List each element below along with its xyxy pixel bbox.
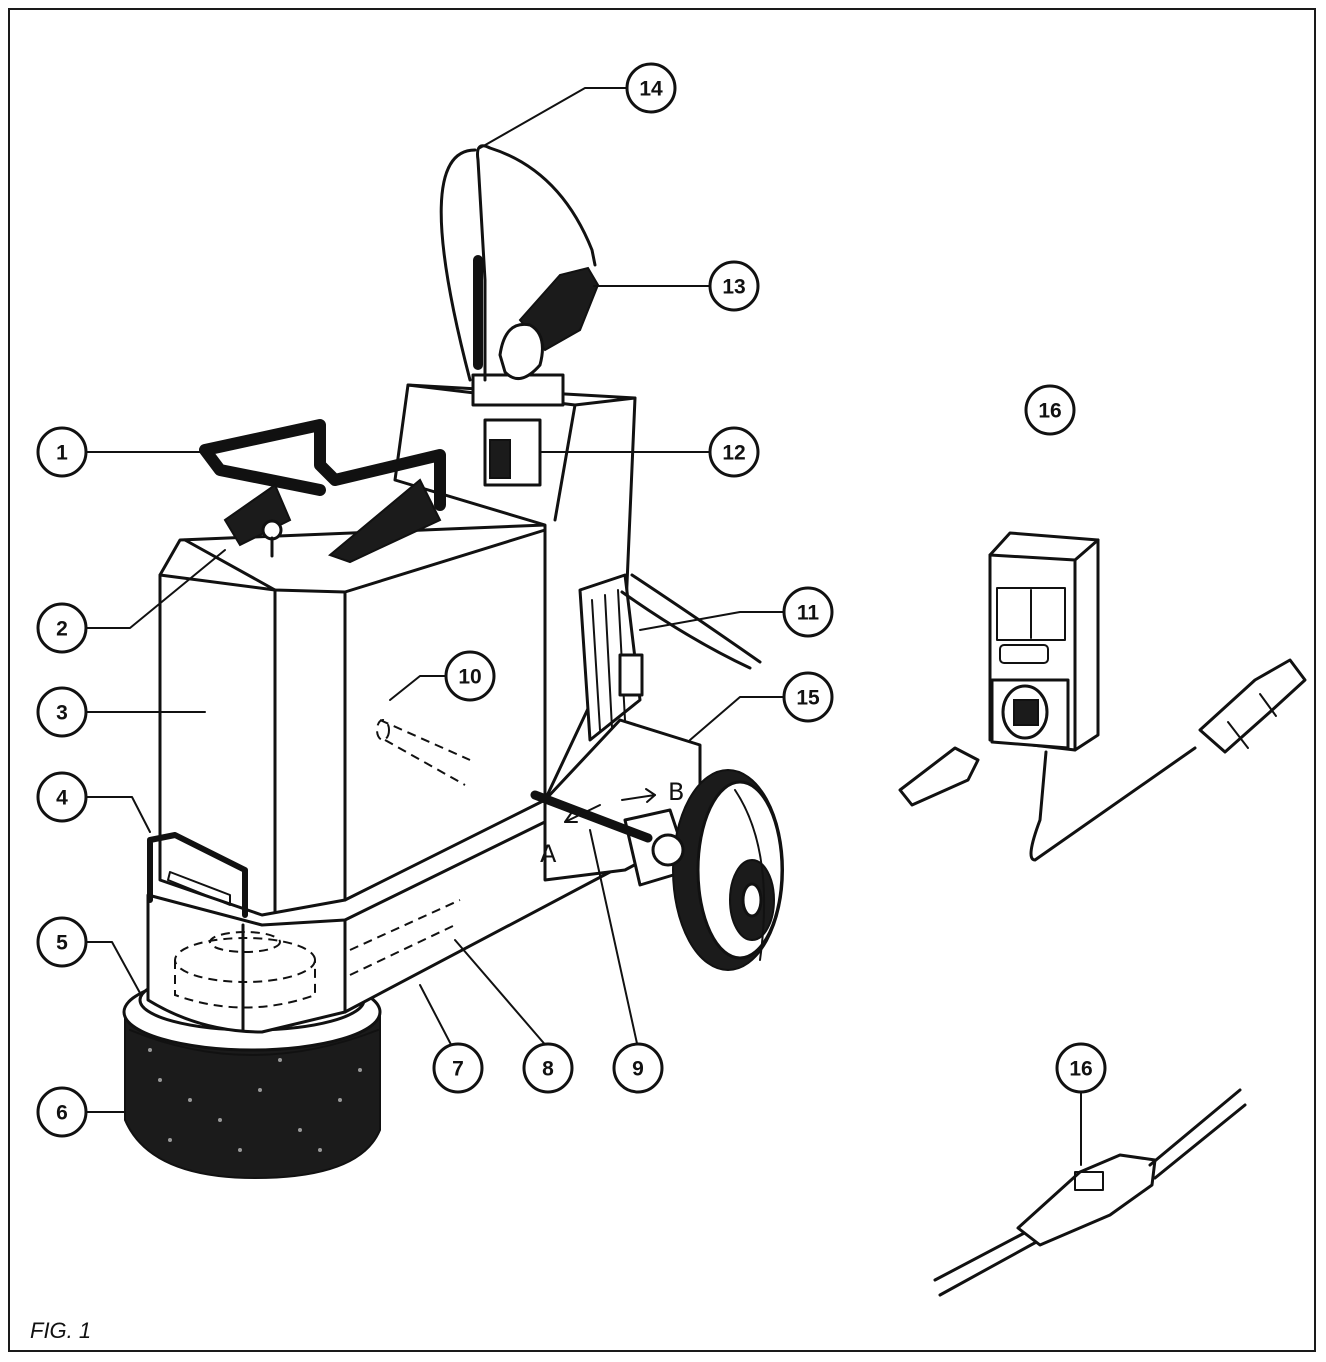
- callout-12: 12: [708, 426, 760, 478]
- chassis-and-wheel: [530, 718, 784, 971]
- callout-2: 2: [36, 602, 88, 654]
- motor-unit: [578, 573, 762, 742]
- callout-11-label: 11: [797, 602, 820, 625]
- callout-16-lower-label: 16: [1069, 1058, 1092, 1081]
- callout-14-label: 14: [639, 78, 663, 101]
- callout-15: 15: [782, 671, 834, 723]
- callout-13: 13: [708, 260, 760, 312]
- callout-13-label: 13: [722, 276, 745, 299]
- handle-assembly: [199, 419, 446, 564]
- callout-6: 6: [36, 1086, 88, 1138]
- callout-14: 14: [625, 62, 677, 114]
- callout-16-lower: 16: [1055, 1042, 1107, 1094]
- callout-6-label: 6: [56, 1102, 68, 1125]
- callout-3-label: 3: [56, 702, 68, 725]
- callout-10-label: 10: [458, 666, 481, 689]
- callout-8: 8: [522, 1042, 574, 1094]
- callout-16-upper-label: 16: [1038, 400, 1061, 423]
- callout-4-label: 4: [56, 787, 68, 810]
- callout-15-label: 15: [796, 687, 820, 710]
- callout-group: 1 2 3 4 5 6 7 8: [36, 62, 1107, 1138]
- callout-8-label: 8: [542, 1058, 554, 1081]
- callout-5: 5: [36, 916, 88, 968]
- callout-5-label: 5: [56, 932, 68, 955]
- callout-3: 3: [36, 686, 88, 738]
- callout-2-label: 2: [56, 618, 68, 641]
- leader-lines: [84, 87, 1082, 1166]
- direction-b-label: B: [668, 778, 684, 806]
- floor-grinder-illustration: [122, 144, 784, 1180]
- callout-7-label: 7: [452, 1058, 464, 1081]
- callout-4: 4: [36, 771, 88, 823]
- direction-marks: A B: [540, 778, 684, 868]
- tool-bracket-end: [376, 719, 390, 741]
- tool-bracket: [379, 719, 471, 786]
- callout-12-label: 12: [722, 442, 745, 465]
- inline-rcd: [933, 1088, 1247, 1297]
- callout-11: 11: [782, 586, 834, 638]
- callout-9: 9: [612, 1042, 664, 1094]
- callout-9-label: 9: [632, 1058, 644, 1081]
- callout-1: 1: [36, 426, 88, 478]
- front-carry-handle: [147, 832, 248, 918]
- direction-a-label: A: [540, 840, 557, 868]
- callout-16-upper: 16: [1024, 384, 1076, 436]
- rcd-wall-unit: [898, 531, 1307, 862]
- callout-10: 10: [444, 650, 496, 702]
- callout-1-label: 1: [56, 442, 68, 465]
- figure-frame: [8, 8, 1316, 1352]
- figure-caption: FIG. 1: [30, 1318, 92, 1343]
- power-cable: [439, 144, 600, 382]
- callout-7: 7: [432, 1042, 484, 1094]
